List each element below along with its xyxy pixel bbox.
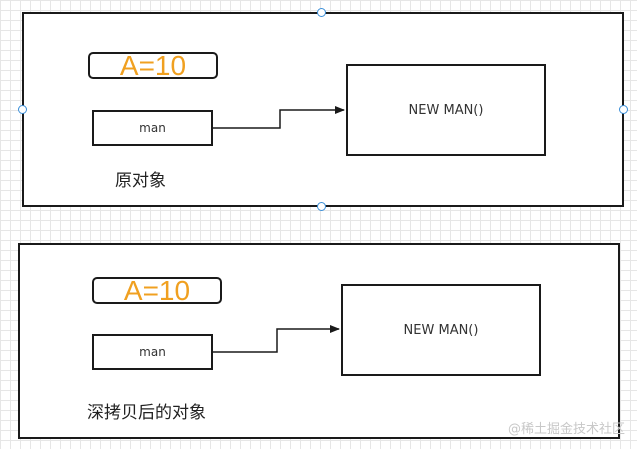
reference-man-box: man [92,110,213,146]
object-new-man-box-copy: NEW MAN() [341,284,541,376]
selection-handle-bottom[interactable] [317,202,326,211]
selection-handle-top[interactable] [317,8,326,17]
value-field-a: A=10 [88,50,218,81]
original-object-caption: 原对象 [115,171,166,191]
deep-copy-object-caption: 深拷贝后的对象 [87,403,206,423]
value-field-a-copy: A=10 [92,275,222,306]
object-new-man-box: NEW MAN() [346,64,546,156]
reference-man-box-copy: man [92,334,213,370]
selection-handle-left[interactable] [18,105,27,114]
selection-handle-right[interactable] [619,105,628,114]
watermark-text: @稀土掘金技术社区 [507,422,625,437]
